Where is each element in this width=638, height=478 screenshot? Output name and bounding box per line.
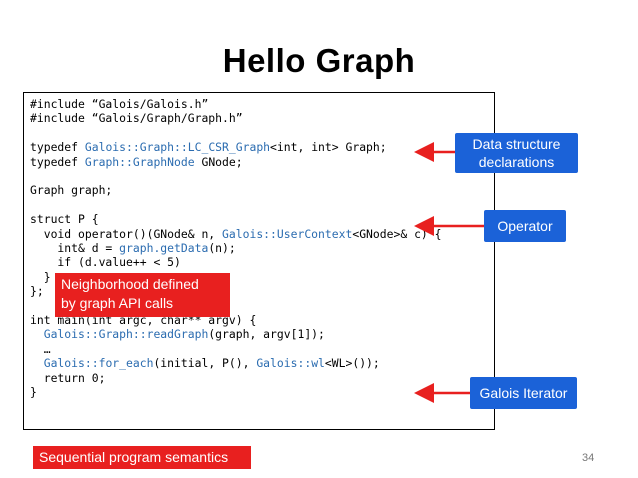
note-neighborhood: Neighborhood defined by graph API calls	[55, 273, 230, 317]
callout-iterator-label: Galois Iterator	[479, 385, 568, 401]
code-token: (initial, P(),	[153, 356, 257, 371]
callout-operator-label: Operator	[497, 218, 553, 234]
code-token: #include “Galois/Graph/Graph.h”	[30, 111, 243, 126]
code-token: GNode;	[194, 154, 243, 169]
code-token: Graph graph;	[30, 183, 113, 198]
code-token: <int, int> Graph;	[270, 140, 387, 155]
code-line: return 0;	[30, 370, 106, 385]
code-api-token: Galois::for_each	[43, 356, 154, 371]
code-line: Galois::Graph::readGraph(graph, argv[1])…	[30, 327, 325, 341]
code-token: #include “Galois/Galois.h”	[30, 97, 209, 111]
code-api-token: Galois::UserContext	[222, 226, 353, 241]
code-api-token: Galois::wl	[256, 356, 325, 371]
slide-title: Hello Graph	[222, 42, 416, 79]
code-line: #include “Galois/Graph/Graph.h”	[30, 111, 243, 125]
code-line: }	[30, 385, 37, 399]
code-token: }	[30, 385, 37, 399]
code-api-token: Graph::GraphNode	[84, 154, 195, 169]
note-sequential: Sequential program semantics	[33, 446, 251, 469]
code-token: void operator()(GNode& n,	[30, 226, 223, 241]
code-token: (graph, argv[1]);	[208, 327, 325, 342]
callout-data-structure: Data structure declarations	[455, 133, 578, 173]
code-line: …	[30, 342, 51, 356]
callout-data-structure-line1: Data structure	[472, 136, 561, 152]
code-line: #include “Galois/Galois.h”	[30, 97, 208, 111]
code-token: int& d =	[30, 241, 120, 255]
code-api-token: Galois::Graph::readGraph	[43, 327, 209, 342]
callout-data-structure-line2: declarations	[478, 154, 555, 170]
code-token: <WL>());	[324, 356, 380, 371]
code-line: Galois::for_each(initial, P(), Galois::w…	[30, 356, 380, 370]
code-token: if (d.value++ < 5)	[30, 255, 181, 270]
code-api-token: graph.getData	[119, 241, 209, 255]
note-sequential-label: Sequential program semantics	[39, 449, 229, 465]
code-line: typedef Galois::Graph::LC_CSR_Graph<int,…	[30, 140, 387, 154]
code-line: };	[30, 284, 44, 298]
code-token: };	[30, 284, 44, 299]
code-token: …	[30, 341, 51, 356]
code-line: if (d.value++ < 5)	[30, 255, 181, 270]
code-api-token: Galois::Graph::LC_CSR_Graph	[84, 140, 271, 155]
code-token: }	[30, 269, 51, 284]
code-token: (n);	[208, 241, 236, 255]
code-line: }	[30, 270, 51, 284]
code-token: typedef	[30, 154, 85, 169]
page-number: 34	[582, 452, 595, 464]
code-line: Graph graph;	[30, 183, 112, 197]
code-line: void operator()(GNode& n, Galois::UserCo…	[30, 227, 442, 241]
code-line: int& d = graph.getData(n);	[30, 241, 236, 255]
note-neighborhood-line2: by graph API calls	[61, 295, 174, 311]
code-token: return 0;	[30, 370, 106, 385]
code-line: struct P {	[30, 212, 99, 226]
code-line: typedef Graph::GraphNode GNode;	[30, 155, 243, 169]
code-token: struct P {	[30, 212, 99, 227]
callout-iterator: Galois Iterator	[470, 377, 577, 409]
note-neighborhood-line1: Neighborhood defined	[61, 276, 199, 292]
callout-operator: Operator	[484, 210, 566, 242]
code-token: typedef	[30, 140, 85, 155]
